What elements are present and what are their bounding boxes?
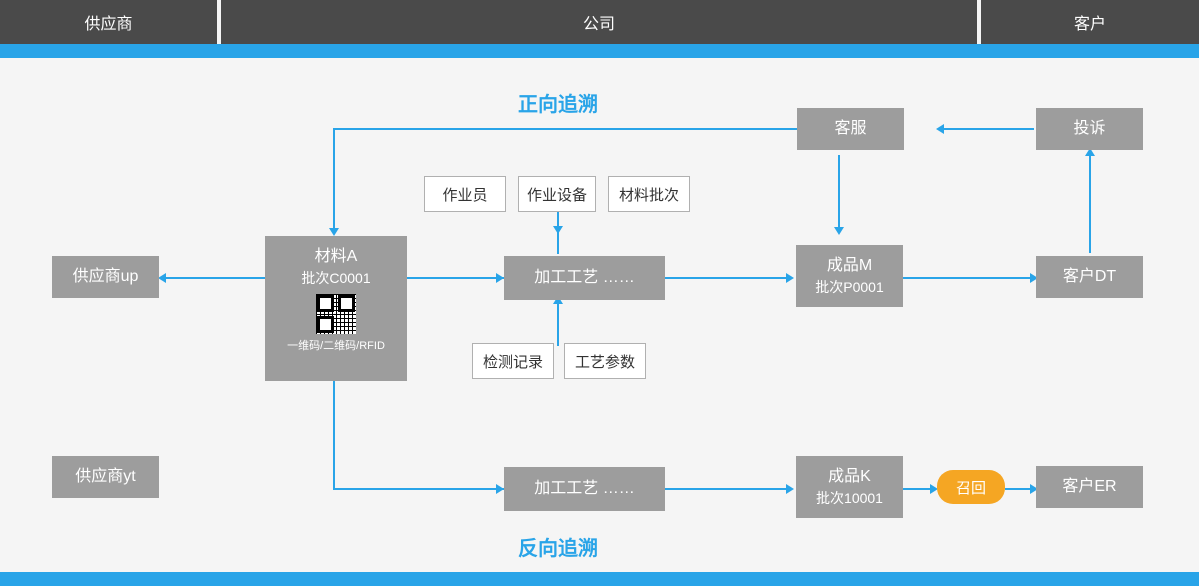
box-inspection-record-label: 检测记录 [482, 353, 543, 371]
node-customer-dt-label: 客户DT [1062, 268, 1117, 286]
node-product-k-batch: 批次10001 [816, 490, 883, 507]
arrow-material-to-supplierup-icon [158, 273, 166, 283]
arrow-productk-to-recall-icon [930, 484, 938, 494]
connector-material-to-supplierup [166, 277, 265, 279]
connector-productk-to-recall [903, 488, 934, 490]
box-process-params[interactable]: 工艺参数 [564, 343, 646, 379]
node-customer-er-label: 客户ER [1062, 478, 1117, 496]
arrow-inspection-to-process-icon [553, 296, 563, 304]
node-customer-dt[interactable]: 客户DT [1036, 256, 1143, 298]
forward-trace-label: 正向追溯 [518, 94, 598, 116]
connector-service-to-material-vertical [333, 128, 335, 228]
connector-material-to-process-top [407, 277, 504, 279]
node-complaint[interactable]: 投诉 [1036, 108, 1143, 150]
box-process-params-label: 工艺参数 [574, 353, 635, 371]
arrow-equipment-to-process-icon [553, 226, 563, 234]
arrow-complaint-to-service-icon [936, 124, 944, 134]
material-a-title: 材料A [314, 248, 358, 265]
arrow-process-bottom-to-productk-icon [786, 484, 794, 494]
connector-process-bottom-to-productk [665, 488, 790, 490]
connector-recall-to-customerer [1005, 488, 1034, 490]
box-equipment[interactable]: 作业设备 [518, 176, 596, 212]
box-inspection-record[interactable]: 检测记录 [472, 343, 554, 379]
node-product-m-batch: 批次P0001 [815, 279, 884, 296]
node-customer-service-label: 客服 [834, 120, 867, 138]
node-process-top[interactable]: 加工工艺 …… [504, 256, 665, 300]
connector-service-to-productm [838, 155, 840, 227]
arrow-material-to-process-top-icon [496, 273, 504, 283]
node-product-k[interactable]: 成品K 批次10001 [796, 456, 903, 518]
connector-productm-to-customerdt [903, 277, 1034, 279]
material-a-batch: 批次C0001 [301, 270, 371, 286]
reverse-trace-label: 反向追溯 [518, 538, 598, 560]
node-process-bottom-label: 加工工艺 …… [534, 480, 635, 498]
arrow-customerdt-to-complaint-icon [1085, 148, 1095, 156]
lane-header-customer: 客户 [981, 0, 1199, 44]
connector-customerdt-to-complaint [1089, 156, 1091, 253]
lane-header-supplier: 供应商 [0, 0, 217, 44]
arrow-into-material-icon [329, 228, 339, 236]
node-customer-service[interactable]: 客服 [797, 108, 904, 150]
box-operator[interactable]: 作业员 [424, 176, 506, 212]
arrow-productm-to-customerdt-icon [1030, 273, 1038, 283]
node-supplier-up[interactable]: 供应商up [52, 256, 159, 298]
node-supplier-yt-label: 供应商yt [75, 468, 136, 486]
material-a-codes: 一维码/二维码/RFID [287, 340, 385, 352]
arrow-service-to-productm-icon [834, 227, 844, 235]
arrow-process-to-productm-icon [786, 273, 794, 283]
connector-complaint-to-service [944, 128, 1034, 130]
node-complaint-label: 投诉 [1073, 120, 1106, 138]
node-product-m-title: 成品M [826, 257, 873, 275]
accent-bar-top [0, 44, 1199, 58]
node-supplier-yt[interactable]: 供应商yt [52, 456, 159, 498]
connector-process-to-productm [665, 277, 790, 279]
arrow-material-to-process-bottom-icon [496, 484, 504, 494]
box-material-batch-label: 材料批次 [618, 186, 679, 204]
connector-service-to-material-horizontal [333, 128, 800, 130]
accent-bar-bottom [0, 572, 1199, 586]
connector-material-down-bottom [333, 381, 335, 489]
node-process-bottom[interactable]: 加工工艺 …… [504, 467, 665, 511]
connector-inspection-to-process [557, 304, 559, 346]
node-supplier-up-label: 供应商up [72, 268, 139, 286]
arrow-recall-to-customerer-icon [1030, 484, 1038, 494]
lane-header-company: 公司 [221, 0, 977, 44]
connector-material-to-process-bottom [333, 488, 504, 490]
node-recall[interactable]: 召回 [937, 470, 1005, 504]
box-equipment-label: 作业设备 [526, 186, 587, 204]
qr-code-icon [316, 294, 356, 334]
node-product-k-title: 成品K [828, 468, 871, 486]
node-product-m[interactable]: 成品M 批次P0001 [796, 245, 903, 307]
node-recall-label: 召回 [955, 479, 986, 497]
box-operator-label: 作业员 [442, 186, 488, 204]
box-material-batch[interactable]: 材料批次 [608, 176, 690, 212]
node-material-a[interactable]: 材料A 批次C0001 一维码/二维码/RFID [265, 236, 407, 381]
node-process-top-label: 加工工艺 …… [534, 269, 635, 287]
node-customer-er[interactable]: 客户ER [1036, 466, 1143, 508]
